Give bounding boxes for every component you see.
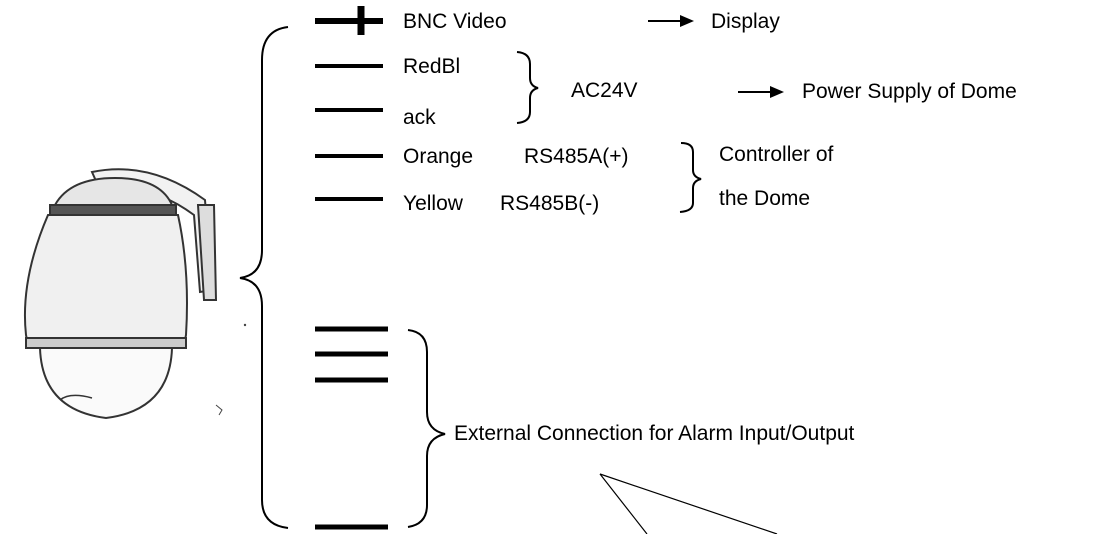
dome-housing [23,214,188,346]
controller-label-line2: the Dome [719,187,811,210]
dome-bubble [38,347,174,420]
yellow-signal-label: RS485B(-) [500,192,600,215]
display-arrow-head [680,15,694,27]
orange-signal-label: RS485A(+) [524,145,629,168]
artifact-mark [215,404,223,416]
dome-band [49,204,177,216]
callout-line-left [599,473,648,534]
controller-brace [679,142,702,213]
black-wire-label: ack [403,106,436,129]
yellow-wire-label: Yellow [403,192,463,215]
mount-plate [196,204,218,301]
dome-reflection [59,394,93,401]
dome-rim [25,337,187,349]
orange-wire-label: Orange [403,145,474,168]
main-brace [239,26,289,529]
dome-camera-illustration [23,168,218,420]
dome-cap [53,176,174,206]
artifact-dot [243,323,247,327]
alarm-connection-label: External Connection for Alarm Input/Outp… [454,422,855,445]
display-label: Display [711,10,780,33]
callout-line-right [599,473,778,534]
power-arrow-head [770,86,784,98]
ac24v-label: AC24V [571,79,638,102]
bnc-video-label: BNC Video [403,10,507,33]
power-brace [516,51,539,124]
power-supply-label: Power Supply of Dome [802,80,1017,103]
red-wire-label: RedBl [403,55,461,78]
alarm-brace [407,329,446,528]
controller-label-line1: Controller of [719,143,834,166]
